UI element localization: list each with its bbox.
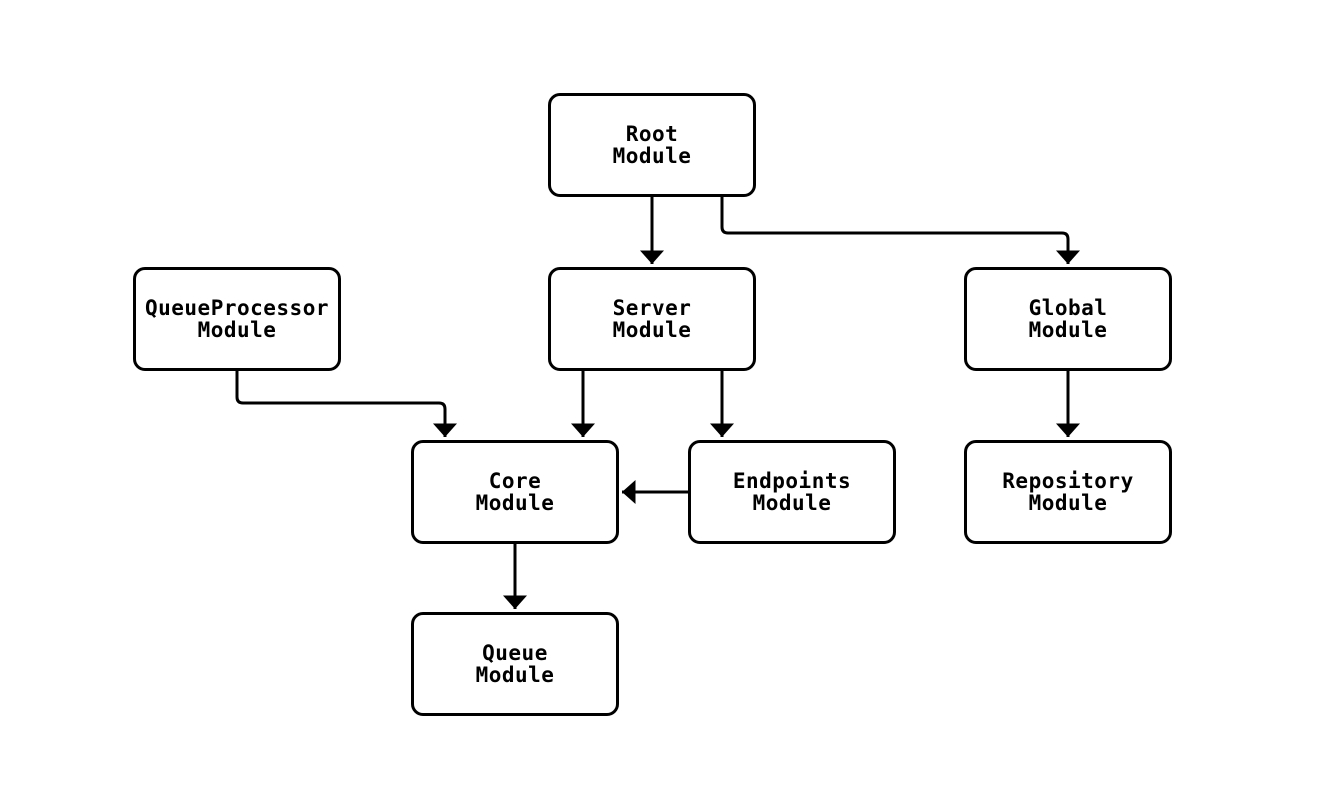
node-queue-module: Queue Module [411,612,619,716]
node-global-module-label: Global Module [1028,296,1108,342]
node-core-module-label: Core Module [475,469,555,515]
node-server-module-label: Server Module [612,296,692,342]
node-endpoints-module: Endpoints Module [688,440,896,544]
node-root-module-label: Root Module [612,122,692,168]
node-endpoints-module-label: Endpoints Module [732,469,852,515]
edge-queueprocessor-to-core [235,371,457,437]
node-queueprocessor-module: QueueProcessor Module [133,267,341,371]
node-server-module: Server Module [548,267,756,371]
node-root-module: Root Module [548,93,756,197]
node-queue-module-label: Queue Module [475,641,555,687]
node-queueprocessor-module-label: QueueProcessor Module [144,296,329,342]
node-repository-module-label: Repository Module [1002,469,1134,515]
node-global-module: Global Module [964,267,1172,371]
node-repository-module: Repository Module [964,440,1172,544]
edge-root-to-global [720,197,1080,264]
node-core-module: Core Module [411,440,619,544]
